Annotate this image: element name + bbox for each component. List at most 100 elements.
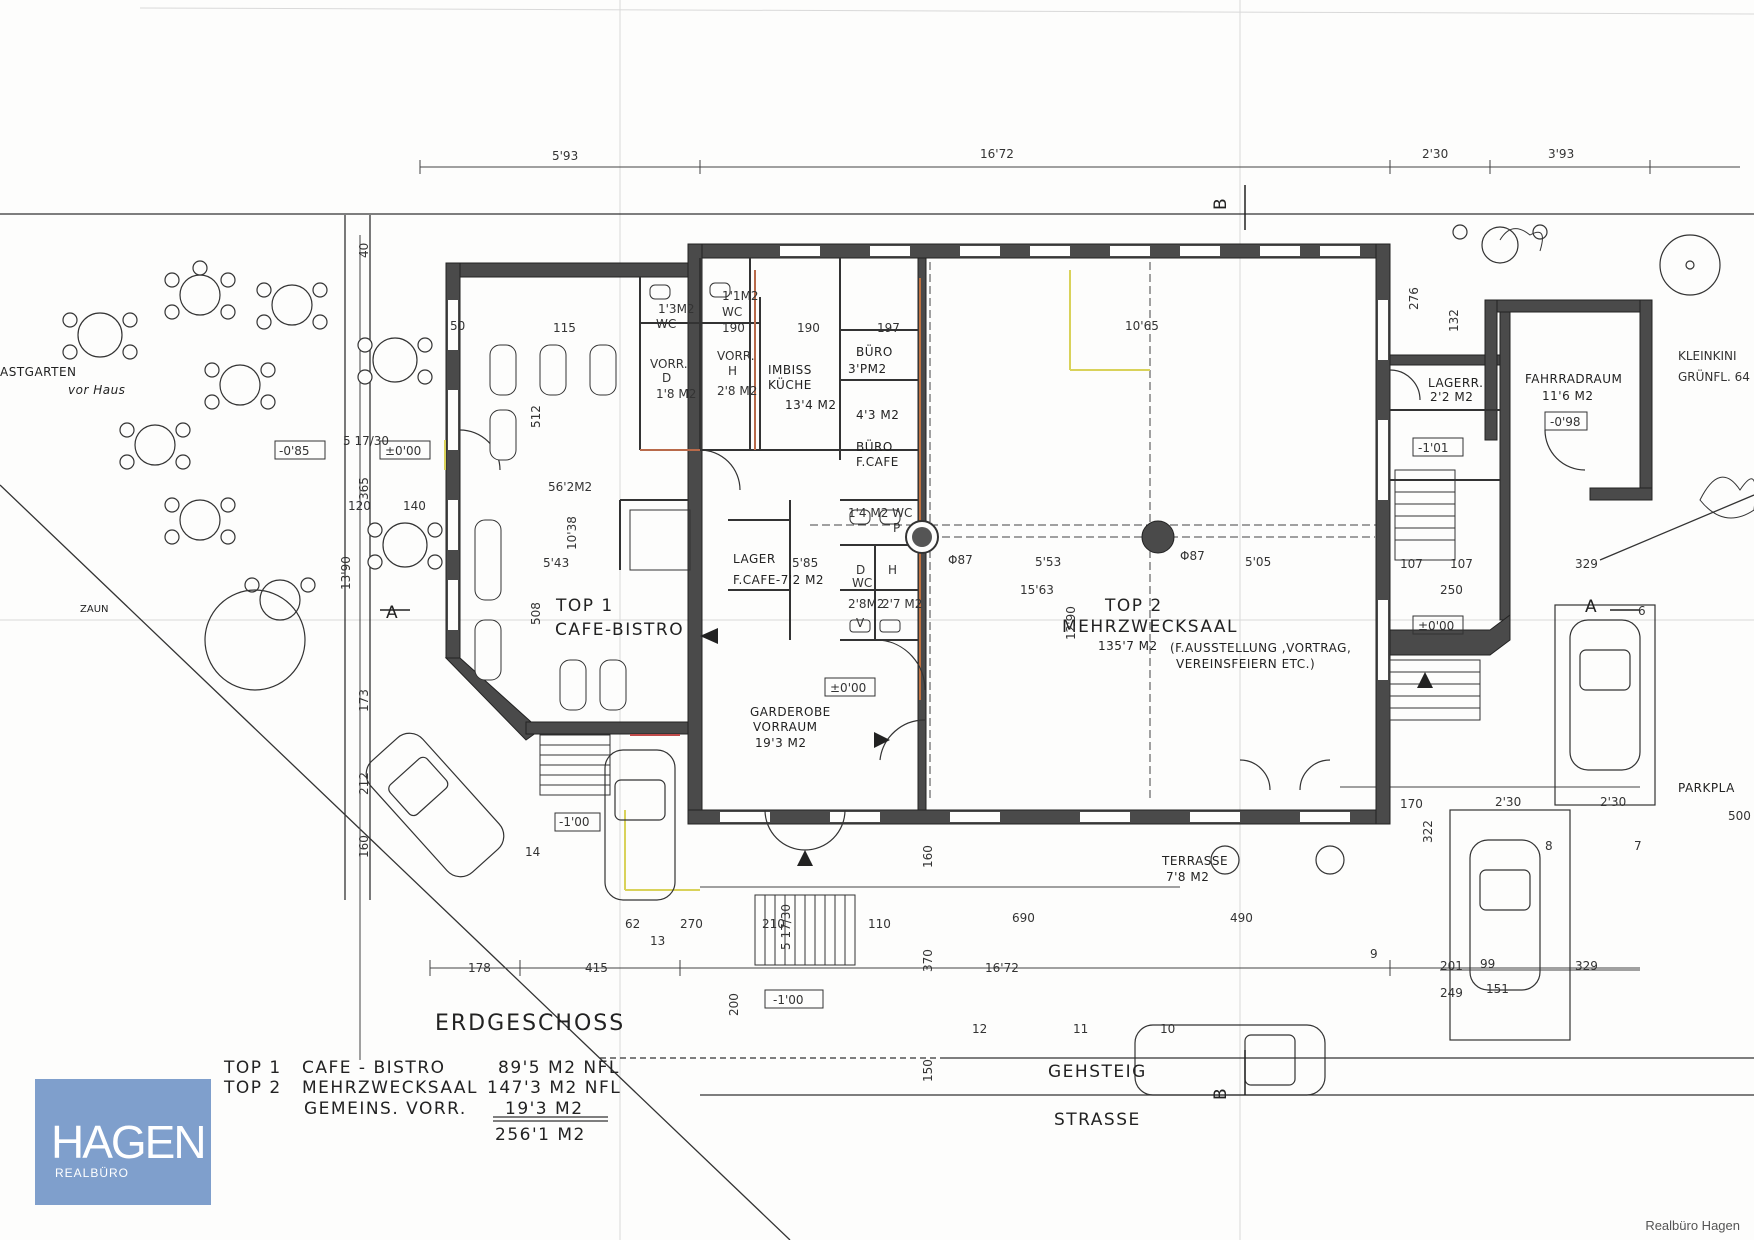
dim-bot-178: 178 (468, 961, 491, 975)
dim-543: 5'43 (543, 556, 569, 570)
sidewalk-label: GEHSTEIG (1048, 1062, 1147, 1082)
anteroom-h-area: 2'7 M2 (882, 597, 922, 611)
top2-name: MEHRZWECKSAAL (1062, 617, 1238, 637)
dim-107a: 107 (1400, 557, 1423, 571)
staircases (539, 469, 1481, 966)
num-12: 12 (972, 1022, 987, 1036)
section-markers (380, 185, 1640, 1095)
garden-label: ASTGARTEN (0, 365, 77, 379)
cloak-name-1: GARDEROBE (750, 705, 831, 719)
summary-row-2-code: TOP 2 (223, 1078, 282, 1098)
dim-365: 365 (357, 477, 371, 500)
doors (459, 369, 1586, 851)
num-14: 14 (525, 845, 540, 859)
top2-label: TOP 2 (1104, 596, 1163, 616)
dim-110: 110 (868, 917, 891, 931)
num-6: 6 (1638, 604, 1646, 618)
dim-40: 40 (357, 243, 371, 258)
cloak-area: 19'3 M2 (755, 736, 807, 750)
section-b-top: B (1211, 197, 1231, 210)
dim-bot-690: 690 (1012, 911, 1035, 925)
summary-row-3-area: 19'3 M2 (505, 1099, 584, 1119)
dim-1065: 10'65 (1125, 319, 1159, 333)
dim-bot-490: 490 (1230, 911, 1253, 925)
storage-name: LAGER (733, 552, 776, 566)
dim-190a: 190 (722, 321, 745, 335)
sanitary-fixtures (649, 282, 901, 633)
dim-phi-1: Φ87 (948, 553, 973, 567)
top1-name: CAFE-BISTRO (555, 620, 684, 640)
garden-note: vor Haus (68, 383, 125, 397)
store2-name: LAGERR. (1428, 376, 1483, 390)
summary-row-1-name: CAFE - BISTRO (302, 1058, 446, 1078)
top2-note-2: VEREINSFEIERN ETC.) (1176, 657, 1315, 671)
dim-585: 5'85 (792, 556, 818, 570)
dim-505: 5'05 (1245, 555, 1271, 569)
cloak-name-2: VORRAUM (753, 720, 817, 734)
office2-area: 4'3 M2 (856, 408, 899, 422)
top2-area: 135'7 M2 (1098, 639, 1158, 653)
dim-230b: 2'30 (1600, 795, 1626, 809)
watermark-credit: Realbüro Hagen (1645, 1218, 1740, 1233)
num-99: 99 (1480, 957, 1495, 971)
wc-d: D (856, 563, 865, 577)
dim-top-1672: 16'72 (980, 147, 1014, 161)
dim-250: 250 (1440, 583, 1463, 597)
num-7: 7 (1634, 839, 1642, 853)
dim-512: 512 (529, 405, 543, 428)
plan-title: ERDGESCHOSS (435, 1011, 625, 1036)
level-6: ±0'00 (1418, 619, 1454, 633)
stair-ratio-1: 5 17/30 (343, 434, 389, 448)
office2-sub: F.CAFE (856, 455, 899, 469)
wc1-area: 1'3M2 (658, 302, 695, 316)
garden-tables (62, 224, 1721, 875)
summary-row-1-code: TOP 1 (223, 1058, 282, 1078)
anteroom-d-area: 2'8M2 (848, 597, 885, 611)
building-walls (444, 243, 1653, 825)
dim-370: 370 (921, 949, 935, 972)
kitchen-area: 13'4 M2 (785, 398, 837, 412)
office1-area: 3'PM2 (848, 362, 887, 376)
dim-top-393: 3'93 (1548, 147, 1574, 161)
windows (448, 246, 1388, 822)
dim-top-230: 2'30 (1422, 147, 1448, 161)
top2-note-1: (F.AUSSTELLUNG ,VORTRAG, (1170, 641, 1351, 655)
dim-132: 132 (1447, 309, 1461, 332)
level-8: -0'98 (1550, 415, 1581, 429)
dim-160a: 160 (357, 835, 371, 858)
dim-276: 276 (1407, 287, 1421, 310)
wc-label-a: WC (852, 576, 872, 590)
level-1: -0'85 (279, 444, 310, 458)
num-11: 11 (1073, 1022, 1088, 1036)
dim-top-593: 5'93 (552, 149, 578, 163)
dim-bot-1672: 16'72 (985, 961, 1019, 975)
dim-bot-201: 201 (1440, 959, 1463, 973)
gruenflaeche-label: GRÜNFL. 64 (1678, 368, 1750, 384)
wc-h: H (888, 563, 897, 577)
level-4: ±0'00 (830, 681, 866, 695)
entry-arrows (700, 628, 1433, 866)
num-10: 10 (1160, 1022, 1175, 1036)
office1-name: BÜRO (856, 343, 893, 359)
dim-62: 62 (625, 917, 640, 931)
logo-name: HAGEN (51, 1116, 207, 1168)
level-3: -1'00 (773, 993, 804, 1007)
dim-197: 197 (877, 321, 900, 335)
storage-sub: F.CAFE-7'2 M2 (733, 573, 824, 587)
dim-phi-2: Φ87 (1180, 549, 1205, 563)
stair-ratio-2: 5 17/30 (779, 904, 793, 950)
anteroom2-h: H (728, 364, 737, 378)
dim-553: 5'53 (1035, 555, 1061, 569)
hagen-logo: HAGEN REALBÜRO (35, 1079, 211, 1205)
terrace-area: 7'8 M2 (1166, 870, 1209, 884)
dim-329r: 329 (1575, 557, 1598, 571)
dim-322: 322 (1421, 820, 1435, 843)
dim-115: 115 (553, 321, 576, 335)
level-5: -1'00 (559, 815, 590, 829)
dim-190b: 190 (797, 321, 820, 335)
fence-label: ZAUN (80, 604, 109, 615)
dim-173: 173 (357, 689, 371, 712)
num-8: 8 (1545, 839, 1553, 853)
